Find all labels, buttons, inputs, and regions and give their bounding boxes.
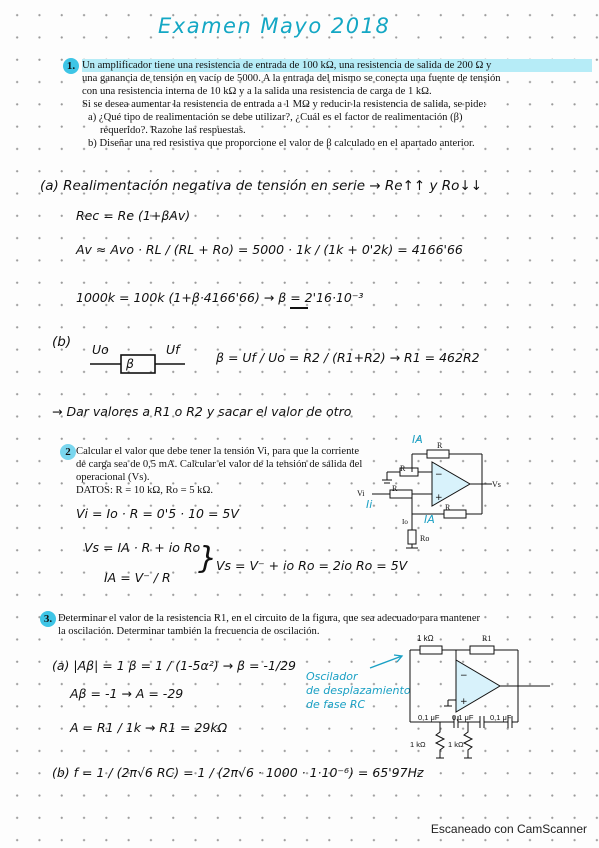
p1-answer-a-line2: Rec = Re (1+βAv)	[76, 208, 191, 223]
circuit-r-top: R	[437, 441, 443, 450]
problem-2-statement: Calcular el valor que debe tener la tens…	[76, 445, 366, 497]
p1-answer-b-line2: β = Uf / Uo = R2 / (R1+R2) → R1 = 462R2	[216, 350, 480, 365]
p2-answer-line4: Vs = V⁻ + io Ro = 2io Ro = 5V	[216, 558, 408, 573]
oscillator-annotation: Oscilador de desplazamiento de fase RC	[306, 670, 414, 712]
p3-answer-a-line3: A = R1 / 1k → R1 = 29kΩ	[70, 720, 228, 735]
circuit-ia-annotation: IA	[424, 513, 435, 526]
annotation-line: Oscilador	[306, 670, 358, 683]
problem-1-line: b) Diseñar una red resistiva que proporc…	[88, 138, 475, 149]
capacitor-3-label: 0,1 μF	[490, 713, 512, 722]
rc-phase-shift-oscillator-circuit: − +	[409, 645, 550, 759]
circuit-ia-annotation: IA	[412, 433, 423, 446]
svg-text:−: −	[460, 671, 468, 681]
svg-text:+: +	[460, 697, 468, 707]
svg-text:−: −	[435, 470, 443, 480]
problem-3-line: la oscilación. Determinar también la fre…	[58, 626, 320, 637]
problem-2-number: 2	[60, 444, 76, 460]
underline	[290, 307, 308, 309]
p2-answer-line2: Vs = IA · R + io Ro	[84, 540, 201, 555]
problem-2-line: Calcular el valor que debe tener la tens…	[76, 446, 360, 457]
problem-1-line: una ganancia de tensión en vacío de 5000…	[82, 73, 501, 84]
circuit-vs: Vs	[492, 480, 501, 489]
problem-2-line: operacional (Vs).	[76, 472, 150, 483]
p1-answer-a-line4: 1000k = 100k (1+β·4166'66) → β = 2'16·10…	[76, 290, 364, 305]
p3-answer-a-line2: Aβ = -1 → A = -29	[70, 686, 184, 701]
problem-1-line: Si se desea aumentar la resistencia de e…	[82, 99, 487, 110]
problem-3-statement: Determinar el valor de la resistencia R1…	[58, 612, 594, 638]
uf-label: Uf	[166, 342, 180, 357]
problem-1-statement: Un amplificador tiene una resistencia de…	[82, 59, 592, 150]
problem-1-number: 1.	[63, 58, 79, 74]
uo-label: Uo	[92, 342, 109, 357]
problem-2-line: de carga sea de 0,5 mA. Calcular el valo…	[76, 459, 363, 470]
shunt-resistor-1-label: 1 kΩ	[410, 740, 426, 749]
problem-1-line: con una resistencia interna de 10 kΩ y a…	[82, 86, 432, 97]
problem-1-line: requerido?. Razone las respuestas.	[100, 125, 246, 136]
p2-answer-line3: IA = V⁻ / R	[104, 570, 171, 585]
feedback-network-diagram	[90, 354, 185, 374]
p1-answer-a-line3: Av ≈ Avo · RL / (RL + Ro) = 5000 · 1k / …	[76, 242, 463, 257]
exam-title: Examen Mayo 2018	[158, 14, 391, 38]
annotation-line: de fase RC	[306, 698, 366, 711]
circuit-r-ground: R	[400, 464, 406, 473]
problem-1-line: Un amplificador tiene una resistencia de…	[82, 59, 592, 72]
circuit-r-bottom: R	[445, 503, 451, 512]
p1-answer-b-line3: → Dar valores a R1 o R2 y sacar el valor…	[52, 404, 352, 419]
p1-answer-a-line1: (a) Realimentación negativa de tensión e…	[40, 178, 483, 194]
svg-text:+: +	[435, 493, 443, 503]
opamp-current-source-circuit: − +	[372, 449, 492, 549]
circuit-r-input: R	[392, 484, 398, 493]
beta-box-label: β	[126, 356, 134, 371]
problem-1-line: a) ¿Qué tipo de realimentación se debe u…	[88, 112, 463, 123]
annotation-line: de desplazamiento	[306, 684, 411, 697]
scanner-footer: Escaneado con CamScanner	[430, 822, 587, 836]
p3-answer-a-line1: (a) |Aβ| = 1 β = 1 / (1-5α²) → β = -1/29	[52, 658, 297, 673]
problem-3-line: Determinar el valor de la resistencia R1…	[58, 613, 481, 624]
capacitor-2-label: 0,1 μF	[452, 713, 474, 722]
circuit-vi: Vi	[357, 489, 365, 498]
p2-answer-line1: Vi = Io · R = 0'5 · 10 = 5V	[76, 506, 239, 521]
p3-answer-b-line1: (b) f = 1 / (2π√6 RC) = 1 / (2π√6 · 1000…	[52, 765, 424, 780]
brace: }	[198, 541, 218, 576]
circuit-ro: Ro	[420, 534, 430, 543]
capacitor-1-label: 0,1 μF	[418, 713, 440, 722]
problem-3-number: 3.	[40, 611, 56, 627]
annotation-arrow	[369, 654, 404, 669]
circuit-r1-label: R1	[482, 634, 492, 643]
circuit-1k-label: 1 kΩ	[417, 634, 434, 643]
p1-answer-b-label: (b)	[52, 334, 72, 350]
circuit-ii-annotation: Ii	[366, 498, 373, 511]
shunt-resistor-2-label: 1 kΩ	[448, 740, 464, 749]
problem-2-line: DATOS: R = 10 kΩ, Ro = 5 kΩ.	[76, 485, 213, 496]
circuit-io: Io	[402, 518, 408, 526]
